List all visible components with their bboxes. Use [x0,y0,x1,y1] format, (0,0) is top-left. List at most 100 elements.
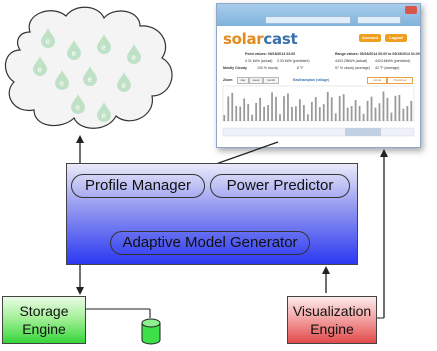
droplet-icon [97,102,111,122]
chart-bar [243,98,246,121]
droplet-glyph: e [122,81,127,90]
range-values-label: Range values: 09/18/2014 00:00 to 09/19/… [335,52,420,56]
power-chart [222,85,415,137]
window-titlebar [217,4,420,26]
chart-bar [362,113,365,121]
visualization-engine-line1: Visualization [292,303,372,319]
range-kwh-predicted: 4424.6kWh (predicted) [375,59,411,63]
droplet-glyph: e [102,43,107,52]
chart-bar [406,106,409,121]
chart-bar [302,104,305,121]
droplet-icon [41,28,55,48]
chart-bar [299,99,301,121]
droplet-glyph: e [60,79,65,88]
droplet-glyph: e [38,65,43,74]
chart-bar [223,115,226,121]
point-values-label: Point values: 09/18/2014 22:00 [245,52,296,56]
cloudy-percent: 100 % cloudy [257,66,279,70]
droplet-glyph: e [46,37,51,46]
zoom-day-button[interactable]: day [237,77,249,84]
chart-bar [390,112,393,121]
chart-bar [394,95,397,121]
legend-predicted: Predicted [387,77,413,84]
droplet-icon [71,94,85,114]
chart-bar [334,113,337,121]
zoom-week-button[interactable]: week [249,77,263,84]
chart-bar [374,107,377,121]
chart-bar [386,97,389,121]
account-button[interactable]: Account [359,34,381,42]
chart-bar [275,96,277,121]
server-system-box: Profile Manager Power Predictor Adaptive… [66,163,358,265]
droplet-icon [117,72,131,92]
chart-bar [370,96,373,121]
search-bar[interactable] [357,16,401,24]
zoom-label: Zoom [223,78,233,82]
droplet-icon [97,34,111,54]
droplet-icon [83,66,97,86]
point-kwh-actual: 0.31 kWh (actual) [245,59,273,63]
chart-bar [350,106,353,121]
chart-bar [279,114,281,121]
adaptive-model-generator: Adaptive Model Generator [110,231,310,255]
chart-bar [398,94,401,121]
storage-engine-line2: Engine [22,321,66,337]
chart-bar [358,105,361,121]
chart-bar [251,114,254,121]
chart-bar [227,96,230,121]
chart-bar [366,100,369,121]
chart-bar [291,106,293,121]
chart-bar [231,92,234,121]
weather-condition: Mostly Cloudy [223,66,247,70]
chart-bar [342,94,345,121]
dashboard-window: solarcast Account Logout Point values: 0… [216,3,421,148]
chart-bar [283,96,285,121]
chart-bar [322,104,325,121]
chart-bar [318,107,321,121]
chart-bar [410,100,413,121]
window-close-button[interactable] [405,6,417,14]
chart-bar [326,91,329,121]
chart-bar [255,102,258,121]
chart-bar [247,103,250,121]
storage-engine-line1: Storage [19,303,69,319]
chart-navigator[interactable] [222,127,415,137]
droplet-glyph: e [76,103,81,112]
droplet-glyph: e [88,75,93,84]
droplet-glyph: e [132,53,137,62]
chart-bar [382,91,385,121]
visualization-engine-line2: Engine [310,321,354,337]
visualization-engine-box: Visualization Engine [287,296,377,344]
solarcast-logo: solarcast [223,30,298,48]
chart-bar [310,101,313,121]
droplet-glyph: e [102,111,107,120]
chart-bar [287,93,289,121]
address-bar[interactable] [265,16,351,24]
power-predictor: Power Predictor [210,174,350,198]
zoom-month-button[interactable]: month [263,77,279,84]
chart-bar [402,108,405,121]
range-kwh-actual: 4433.25kWh (actual) [335,59,368,63]
chart-bar [378,103,381,121]
droplet-icon [33,56,47,76]
chart-bar [306,114,309,121]
temperature: 8 °F [297,66,304,70]
profile-manager: Profile Manager [71,174,205,198]
chart-bar [267,105,269,121]
chart-bar [346,107,349,121]
chart-bar [239,106,242,121]
point-kwh-predicted: 0.33 kWh (predicted) [277,59,310,63]
droplet-icon [55,70,69,90]
chart-bar [271,92,273,121]
logout-button[interactable]: Logout [385,34,407,42]
location-label: Easthampton (village) [293,78,330,82]
storage-engine-box: Storage Engine [2,296,86,344]
chart-bar [330,97,333,121]
droplet-icon [127,44,141,64]
chart-frame [222,85,415,122]
chart-bar [263,106,265,121]
navigator-selection[interactable] [345,128,381,136]
chart-bar [295,106,297,121]
